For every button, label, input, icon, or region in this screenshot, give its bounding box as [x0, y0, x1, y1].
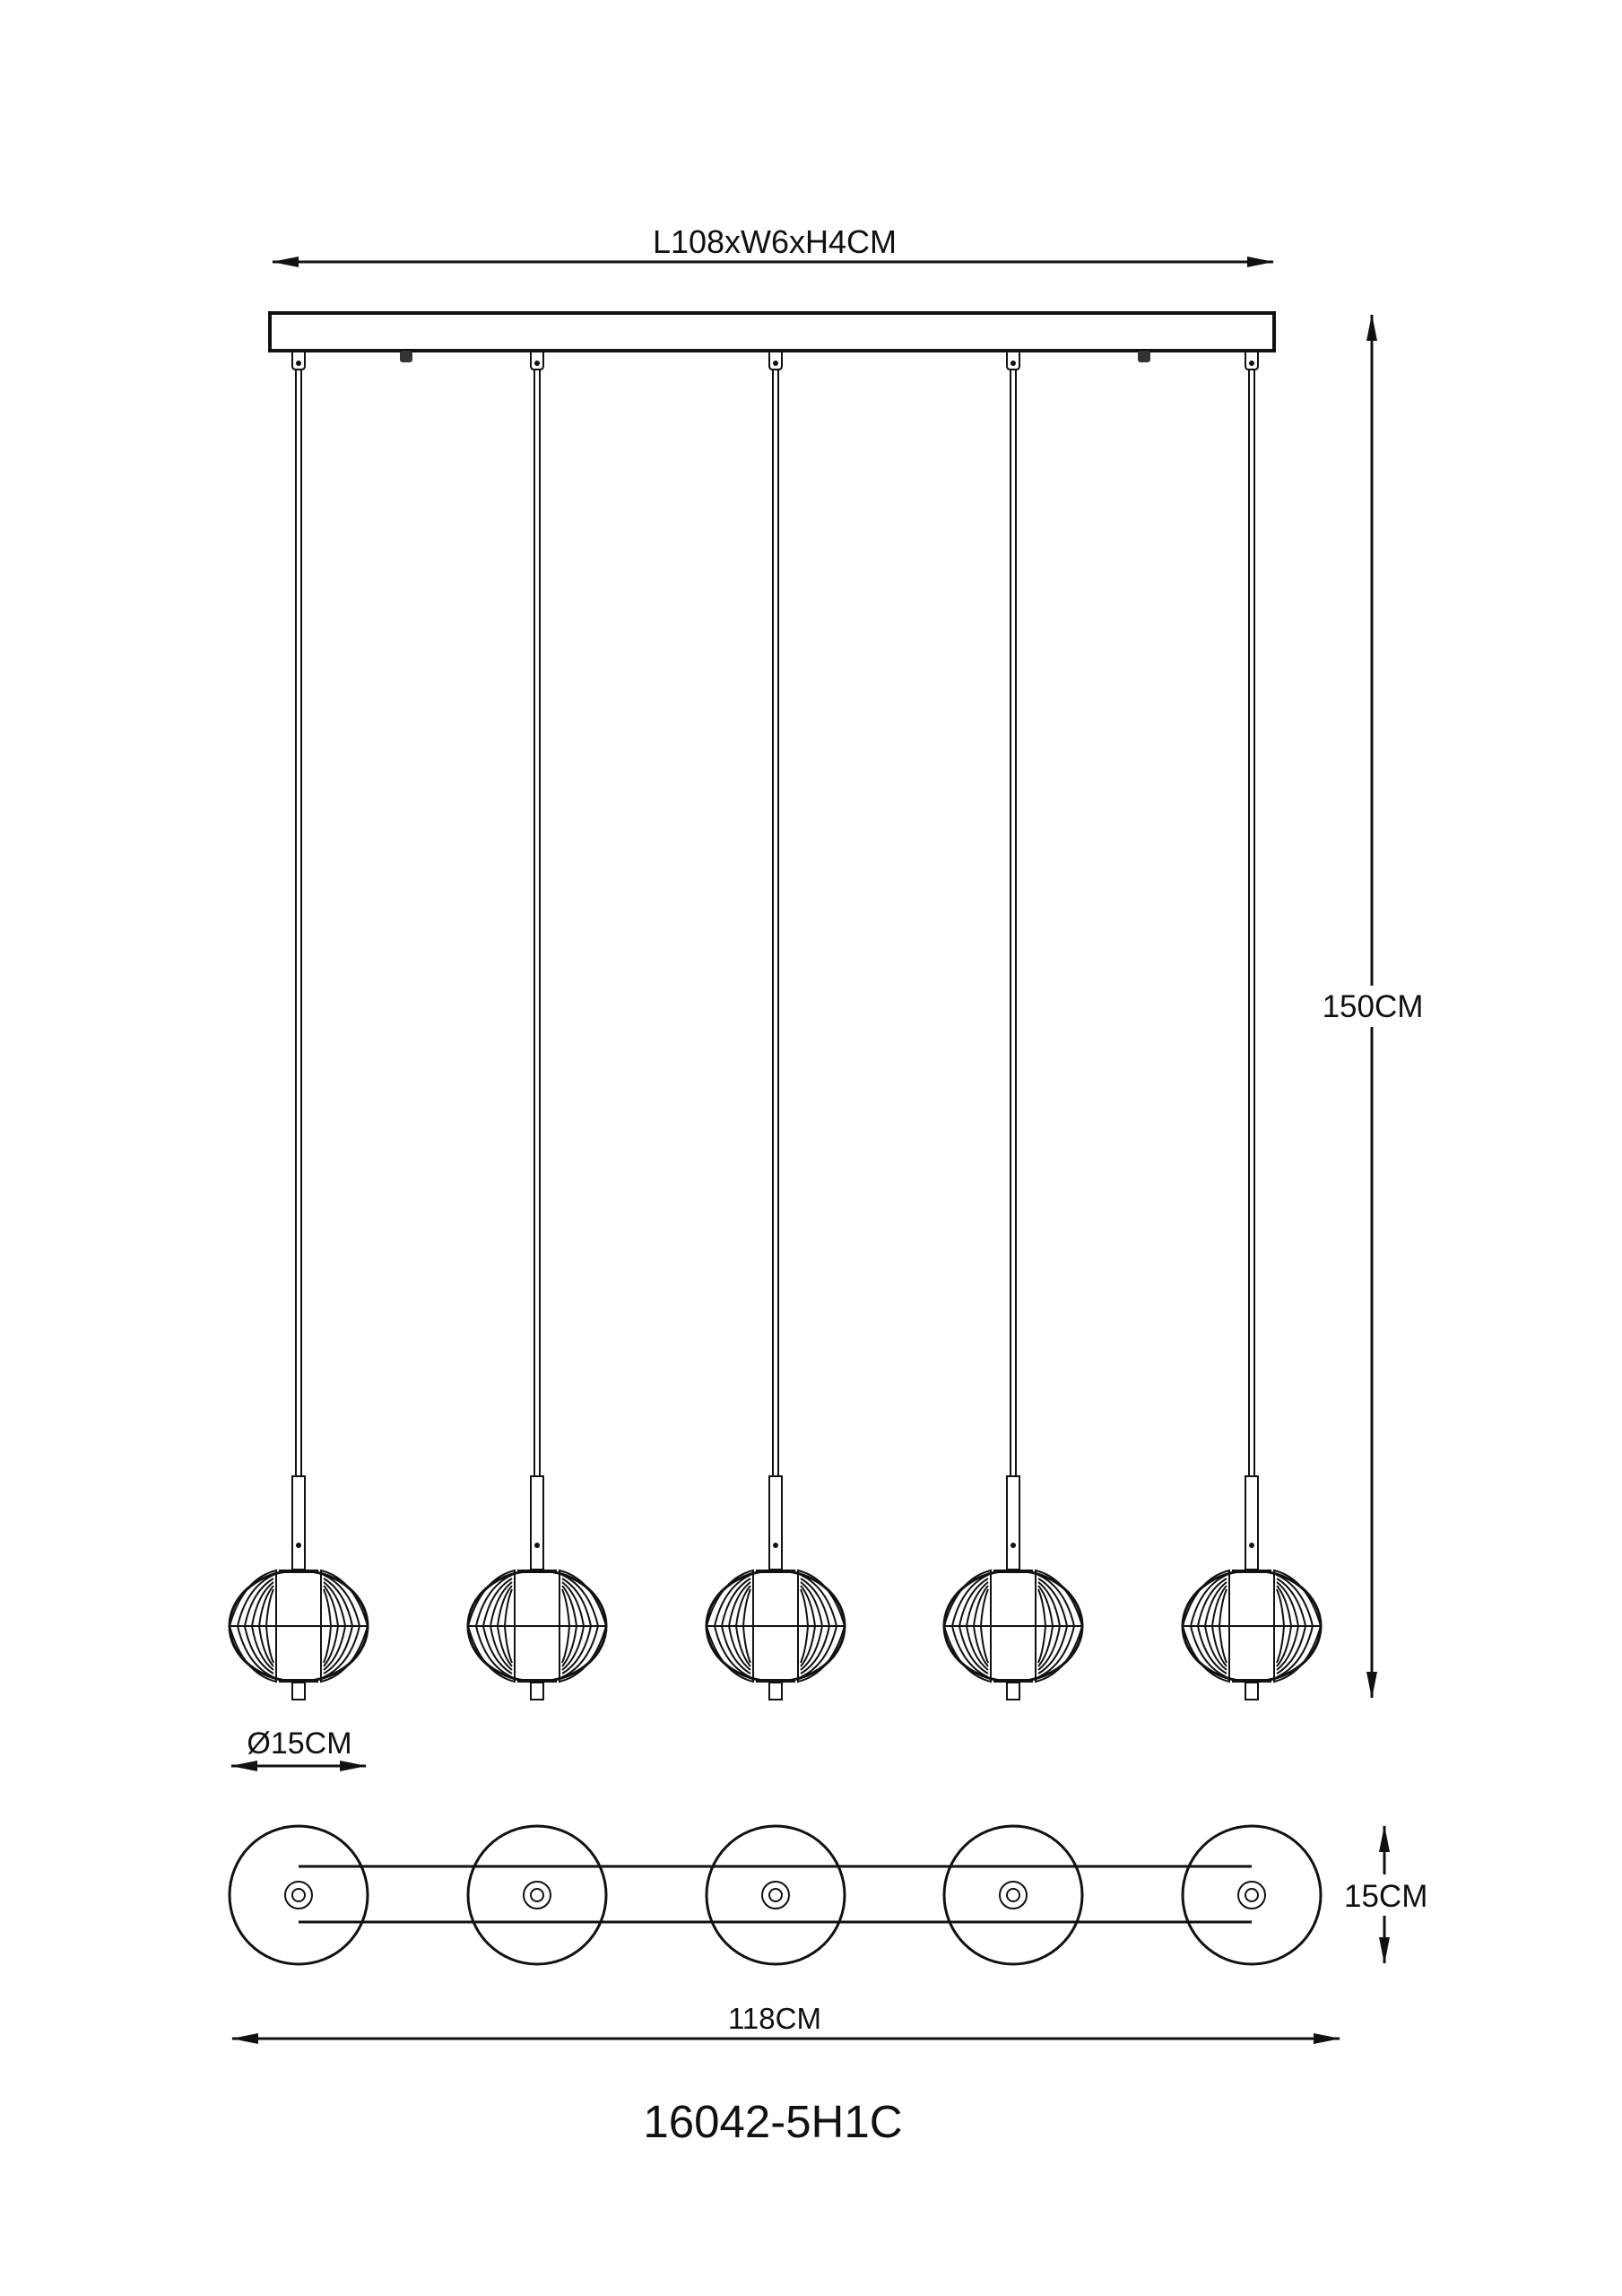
shade-disc-1	[228, 1824, 369, 1966]
shade-disc-3	[705, 1824, 846, 1966]
overall-length-dimension: 118CM	[231, 2002, 1340, 2044]
pendant-2	[466, 349, 608, 1701]
bottom-view	[228, 1824, 1323, 1966]
pendant-1	[228, 349, 369, 1701]
shade-diameter-label: Ø15CM	[247, 1726, 351, 1761]
model-number: 16042-5H1C	[643, 2096, 902, 2147]
pendant-5	[1181, 349, 1323, 1701]
shade-disc-2	[466, 1824, 608, 1966]
shade-depth-label: 15CM	[1344, 1879, 1427, 1914]
pendant-3	[705, 349, 846, 1701]
pendant-4	[942, 349, 1084, 1701]
shade-disc-5	[1181, 1824, 1323, 1966]
shade-depth-dimension: 15CM	[1344, 1825, 1427, 1964]
shade-diameter-dimension: Ø15CM	[230, 1726, 367, 1771]
canopy-dimension-label: L108xW6xH4CM	[653, 223, 897, 260]
canopy-bar	[268, 311, 1276, 352]
shade-disc-4	[942, 1824, 1084, 1966]
pendant-side-view	[228, 349, 1323, 1701]
drop-height-dimension: 150CM	[1323, 314, 1424, 1699]
overall-length-label: 118CM	[728, 2002, 821, 2035]
mount-stud	[400, 351, 1150, 362]
canopy-dimension: L108xW6xH4CM	[272, 223, 1274, 267]
drop-height-label: 150CM	[1323, 989, 1424, 1024]
